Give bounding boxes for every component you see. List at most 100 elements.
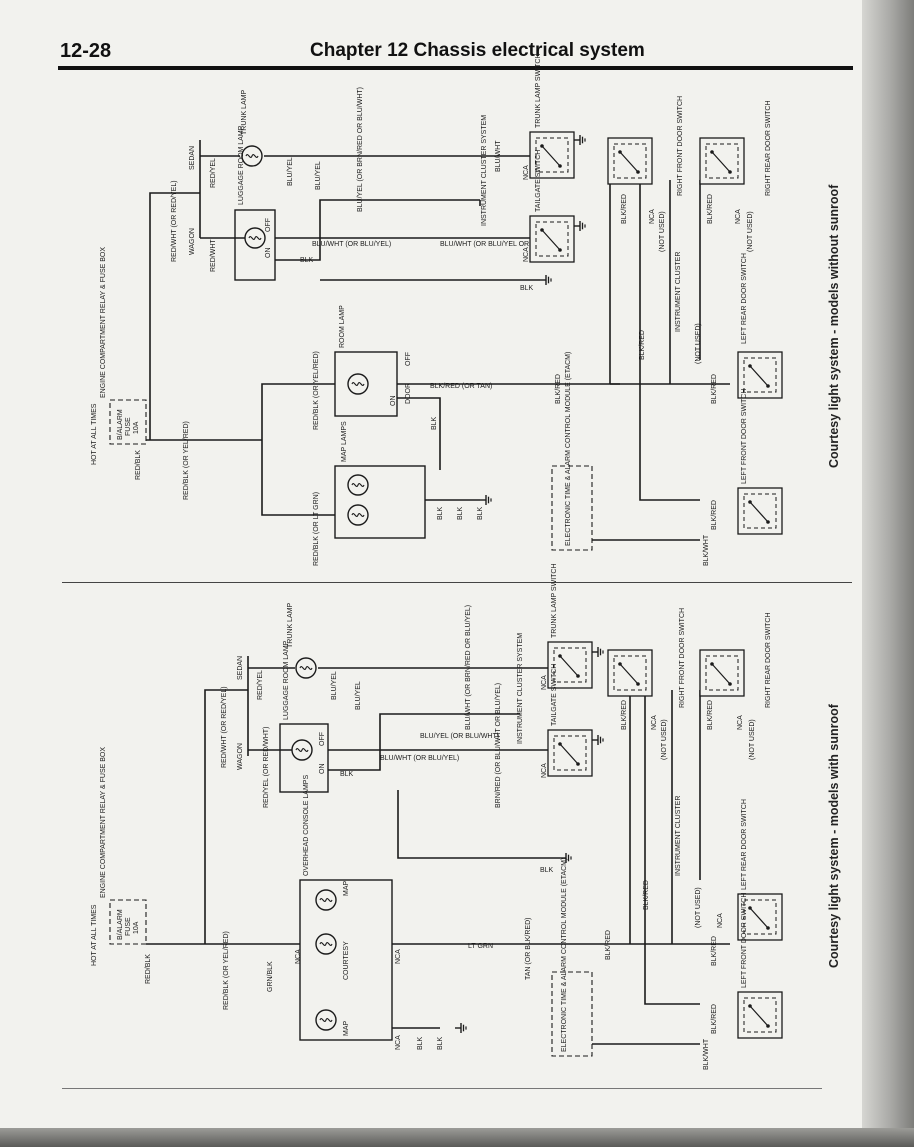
blu-wht-alt2-label: BLU/WHT (OR BLU/YEL OR BRN/RED) [440,241,565,248]
b-alarm-label-b: B/ALARM [117,909,124,940]
overhead-courtesy-lamp-icon [315,933,337,955]
trunk-lamp-icon [241,145,263,167]
blu-wht-label: BLU/WHT [495,140,502,172]
trunk-switch-ground-icon [573,134,586,146]
instrument-cluster-system-label-b: INSTRUMENT CLUSTER SYSTEM [517,633,524,744]
etacm-label: ELECTRONIC TIME & ALARM CONTROL MODULE (… [565,352,572,546]
blk-red-label-b1: BLK/RED [605,930,612,960]
brn-red-alt-label-b: BRN/RED (OR BLU/WHT OR BLU/YEL) [495,683,502,808]
left-front-door-switch [737,487,783,535]
sedan-label-b: SEDAN [237,656,244,680]
hot-label: HOT AT ALL TIMES [91,403,98,465]
blk-label-2: BLK [520,285,534,292]
overhead-map-lamp-icon-2 [315,1009,337,1031]
overhead-ground-icon [454,1022,467,1034]
blk-red-label-b4: BLK/RED [643,880,650,910]
blk-label-3: BLK [431,416,438,430]
map-ground-icon [479,494,492,506]
lt-grn-label: LT GRN [468,943,493,950]
red-blk-yel-label: RED/BLK (OR YEL/RED) [183,421,190,500]
blk-red-label-b3: BLK/RED [707,700,714,730]
hot-label-b: HOT AT ALL TIMES [91,904,98,966]
wagon-label-b: WAGON [237,743,244,770]
instrument-cluster-system-label: INSTRUMENT CLUSTER SYSTEM [481,115,488,226]
off-label-b: OFF [319,732,326,746]
luggage-lamp-icon-b [291,739,313,761]
blu-yel-label-b2: BLU/YEL [355,681,362,710]
luggage-lamp-label: LUGGAGE ROOM LAMP [238,125,245,205]
red-yel-label-b: RED/YEL [257,670,264,700]
nca-label-2: NCA [523,247,530,262]
left-front-door-switch-b [737,991,783,1039]
nca-label-b2: NCA [541,763,548,778]
red-yel-label: RED/YEL [210,158,217,188]
blu-yel-alt-label: BLU/YEL (OR BRN/RED OR BLU/WHT) [357,87,364,212]
right-rear-label: RIGHT REAR DOOR SWITCH [765,100,772,196]
top-wiring-diagram: HOT AT ALL TIMES ENGINE COMPARTMENT RELA… [91,53,841,566]
trunk-lamp-label-b: TRUNK LAMP [287,603,294,648]
wagon-label: WAGON [189,228,196,255]
blk-red-label-1: BLK/RED [555,374,562,404]
fuse-amp-label: 10A [133,421,140,434]
map-label-b2: MAP [343,1021,350,1037]
door-label: DOOR [405,383,412,404]
blk-red-label-2: BLK/RED [621,194,628,224]
nca-label-1: NCA [523,165,530,180]
diagram-divider [62,582,852,583]
tailgate-ground-icon-b [591,734,604,746]
nca-label-4: NCA [735,209,742,224]
room-lamp-icon [347,373,369,395]
map-lamp-icon-2 [347,504,369,526]
not-used-label-3: (NOT USED) [695,323,702,364]
book-spine-shadow [862,0,914,1147]
fuse-label: FUSE [125,417,132,436]
trunk-switch-ground-icon-b [591,646,604,658]
luggage-lamp-label-b: LUGGAGE ROOM LAMP [283,640,290,720]
nca-label-b8: NCA [717,913,724,928]
red-yel-alt-label-b: RED/YEL (OR RED/WHT) [263,727,270,808]
blk-red-label-5: BLK/RED [711,374,718,404]
instrument-cluster-label: INSTRUMENT CLUSTER [675,252,682,332]
bottom-wiring-diagram: HOT AT ALL TIMES ENGINE COMPARTMENT RELA… [91,563,841,1070]
blk-red-label-6: BLK/RED [711,500,718,530]
tailgate-switch-b [547,729,593,777]
blk-label-6: BLK [477,506,484,520]
right-front-label: RIGHT FRONT DOOR SWITCH [677,96,684,196]
blk-red-tan-label: BLK/RED (OR TAN) [430,383,492,390]
blk-label-4: BLK [437,506,444,520]
overhead-label: OVERHEAD CONSOLE LAMPS [303,775,310,876]
blk-label-5: BLK [457,506,464,520]
top-diagram-caption: Courtesy light system - models without s… [827,184,841,468]
right-front-label-b: RIGHT FRONT DOOR SWITCH [679,608,686,708]
left-front-label-b: LEFT FRONT DOOR SWITCH [741,893,748,988]
etacm-label-b: ELECTRONIC TIME & ALARM CONTROL MODULE (… [561,858,568,1052]
trunk-lamp-icon-b [295,657,317,679]
tailgate-switch-label-b: TAILGATE SWITCH [551,664,558,726]
right-front-door-switch-b [607,649,653,697]
trunk-lamp-switch-label: TRUNK LAMP SWITCH [535,53,542,128]
room-off-label: OFF [405,352,412,366]
off-label: OFF [265,218,272,232]
map-lamps-box [334,465,426,539]
blk-label-b1: BLK [340,771,354,778]
blu-yel-alt-label-b: BLU/YEL (OR BLU/WHT) [420,733,499,740]
blk-label-b2: BLK [540,867,554,874]
blk-wht-label-b: BLK/WHT [703,1038,710,1070]
room-lamp-label: ROOM LAMP [339,305,346,348]
b-alarm-label: B/ALARM [117,409,124,440]
red-blk-grn-label: RED/BLK (OR LT GRN) [313,492,320,566]
fuse-box-bottom [109,899,147,945]
luggage-lamp-icon [244,227,266,249]
on-label-b: ON [319,764,326,775]
courtesy-label: COURTESY [343,941,350,980]
blu-yel-label-b: BLU/YEL [331,671,338,700]
blu-yel-label: BLU/YEL [287,157,294,186]
page-bottom-edge [0,1128,914,1147]
right-rear-label-b: RIGHT REAR DOOR SWITCH [765,612,772,708]
tailgate-switch [529,215,575,263]
trunk-lamp-label: TRUNK LAMP [241,90,248,135]
blk-red-label-b2: BLK/RED [621,700,628,730]
red-wht-label: RED/WHT [210,239,217,272]
